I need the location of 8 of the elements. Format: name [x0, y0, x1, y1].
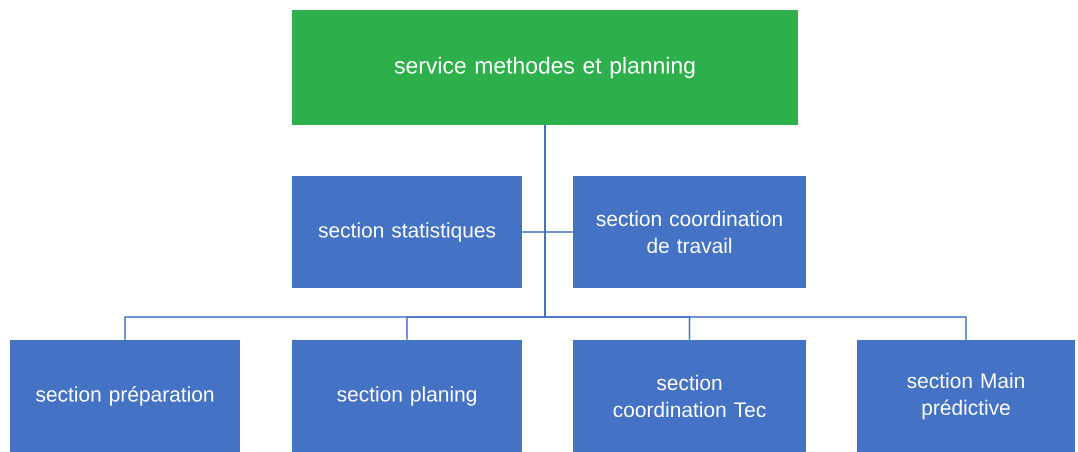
department-box: service methodes et planning: [292, 10, 798, 125]
section-box: section coordination de travail: [573, 176, 806, 288]
section-box: section Main prédictive: [857, 340, 1075, 452]
connector-line: [544, 124, 967, 341]
section-box: section coordination Tec: [573, 340, 806, 452]
section-box: section statistiques: [292, 176, 522, 288]
section-box: section préparation: [10, 340, 240, 452]
section-box: section planing: [292, 340, 522, 452]
